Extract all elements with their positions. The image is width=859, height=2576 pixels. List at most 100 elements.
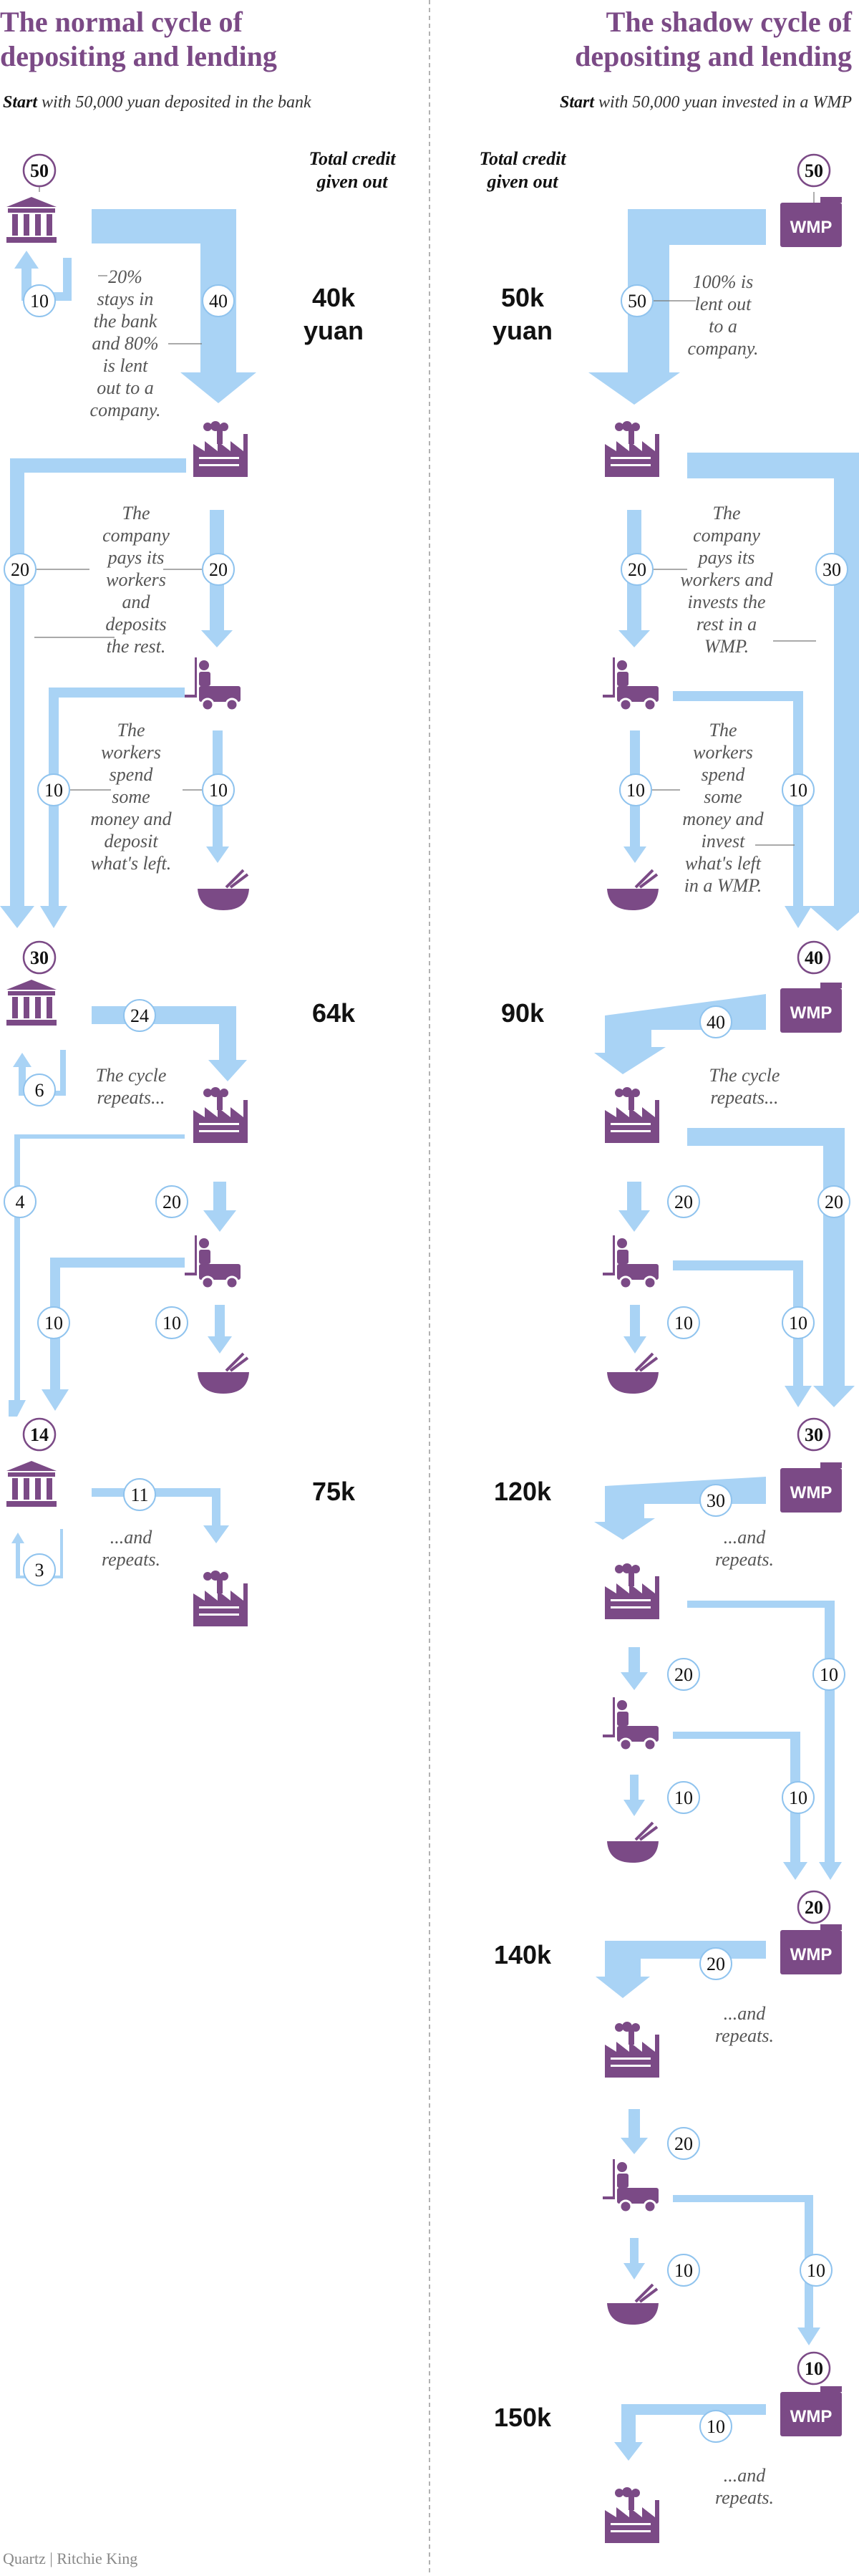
flow-company-deposit-4 — [9, 1134, 185, 1417]
flow-wages-20-b — [203, 1182, 236, 1232]
left-note-company: The — [122, 503, 150, 524]
left-note-company: workers — [106, 569, 166, 590]
svg-text:10: 10 — [820, 1664, 838, 1685]
right-note-company: WMP. — [704, 636, 749, 657]
right-total-unit: yuan — [492, 316, 553, 345]
right-note-workers: invest — [702, 831, 745, 852]
wmp-label: WMP — [790, 1945, 833, 1964]
factory-icon — [193, 421, 248, 477]
left-note-reserve: out to a — [97, 377, 153, 398]
right-note-lent: lent out — [695, 294, 752, 314]
svg-text:20: 20 — [674, 1192, 693, 1212]
flow-r-wages-20-c — [621, 1647, 648, 1690]
svg-text:20: 20 — [825, 1192, 843, 1212]
flow-workers-deposit-10-b — [42, 1258, 185, 1411]
svg-text:40: 40 — [209, 291, 228, 312]
right-note-company: rest in a — [697, 614, 757, 635]
left-title-line1: The normal cycle of — [0, 6, 243, 38]
bank-icon — [6, 1461, 57, 1507]
left-note-cycle: The cycle — [96, 1065, 167, 1086]
factory-icon — [193, 1571, 248, 1626]
rice-bowl-icon — [606, 2283, 660, 2326]
svg-text:20: 20 — [674, 2133, 693, 2154]
flow-value-node: 10 — [37, 1306, 70, 1339]
wmp-label: WMP — [790, 218, 833, 237]
rice-bowl-icon — [196, 1352, 251, 1395]
flow-value-node: 10 — [782, 773, 815, 806]
left-note-company: deposits — [105, 614, 166, 635]
flow-r-invest-10-b — [673, 1260, 812, 1407]
left-note-workers: The — [117, 720, 145, 741]
wmp-balance-node: 40 — [797, 940, 831, 975]
flow-value-node: 10 — [782, 1781, 815, 1814]
wmp-balance-node: 20 — [797, 1890, 831, 1924]
right-note-company: invests the — [687, 592, 765, 612]
forklift-icon — [601, 656, 660, 712]
svg-text:20: 20 — [805, 1897, 823, 1918]
flow-value-node: 20 — [667, 1185, 700, 1218]
flow-value-node: 50 — [621, 284, 654, 317]
right-flows — [588, 209, 859, 2461]
left-note-reserve: is lent — [103, 355, 149, 376]
svg-text:10: 10 — [44, 780, 63, 801]
rice-bowl-icon — [606, 1352, 660, 1395]
svg-text:10: 10 — [626, 780, 645, 801]
svg-text:10: 10 — [789, 1313, 807, 1333]
flow-r-invest-10-d — [673, 1732, 807, 1880]
right-note-cycle: The cycle — [709, 1065, 780, 1086]
flow-r-spend-10-d — [623, 2238, 645, 2280]
flow-reserve-6 — [13, 1050, 66, 1096]
right-note-company: pays its — [697, 547, 755, 568]
svg-text:10: 10 — [44, 1313, 63, 1333]
forklift-icon — [183, 1234, 242, 1290]
flow-value-node: 20 — [621, 553, 654, 586]
left-note-reserve: and 80% — [92, 333, 158, 354]
flow-value-node: 11 — [123, 1478, 156, 1511]
wmp-balance-node: 50 — [797, 153, 831, 188]
flow-spend-10-b — [208, 1305, 232, 1354]
svg-text:10: 10 — [674, 1788, 693, 1808]
forklift-icon — [601, 1234, 660, 1290]
flow-value-node: 20 — [202, 553, 235, 586]
flow-value-node: 10 — [782, 1306, 815, 1339]
right-note-workers: spend — [702, 764, 746, 785]
factory-icon — [605, 1563, 659, 1619]
left-note-workers: spend — [110, 764, 154, 785]
flow-wmp-loan-10 — [614, 2404, 766, 2461]
flow-r-invest-10 — [673, 691, 812, 928]
svg-text:40: 40 — [805, 947, 823, 968]
flow-wmp-loan-40 — [594, 994, 766, 1074]
left-flows — [0, 209, 256, 1578]
svg-text:14: 14 — [30, 1424, 49, 1445]
flow-r-spend-10-b — [623, 1305, 646, 1354]
svg-text:10: 10 — [162, 1313, 181, 1333]
right-note-cycle: repeats... — [710, 1087, 778, 1108]
right-credit-header: Total credit — [479, 148, 566, 169]
svg-text:10: 10 — [789, 780, 807, 801]
left-title-line2: depositing and lending — [0, 40, 277, 72]
right-note-company: workers and — [680, 569, 773, 590]
flow-loan-24 — [92, 1006, 247, 1081]
forklift-icon — [183, 656, 242, 712]
svg-text:30: 30 — [707, 1490, 725, 1511]
right-note-repeats: repeats. — [715, 2487, 774, 2508]
left-total: 64k — [312, 998, 356, 1028]
svg-text:50: 50 — [628, 291, 646, 312]
wmp-label: WMP — [790, 1003, 833, 1023]
right-note-company: The — [713, 503, 741, 524]
svg-text:10: 10 — [674, 2260, 693, 2281]
svg-text:24: 24 — [130, 1005, 149, 1026]
svg-text:3: 3 — [35, 1560, 44, 1581]
factory-icon — [605, 2022, 659, 2078]
flow-wmp-loan-50 — [588, 209, 766, 405]
flow-value-node: 10 — [202, 773, 235, 806]
right-leader-lines — [648, 192, 816, 846]
forklift-icon — [601, 2158, 660, 2214]
flow-r-spend-10-c — [623, 1775, 645, 1816]
svg-text:10: 10 — [807, 2260, 825, 2281]
bank-balance-node: 14 — [22, 1417, 57, 1452]
svg-text:6: 6 — [35, 1080, 44, 1101]
svg-text:4: 4 — [16, 1192, 25, 1212]
wmp-balance-node: 10 — [797, 2351, 831, 2386]
right-title-line1: The shadow cycle of — [606, 6, 853, 38]
